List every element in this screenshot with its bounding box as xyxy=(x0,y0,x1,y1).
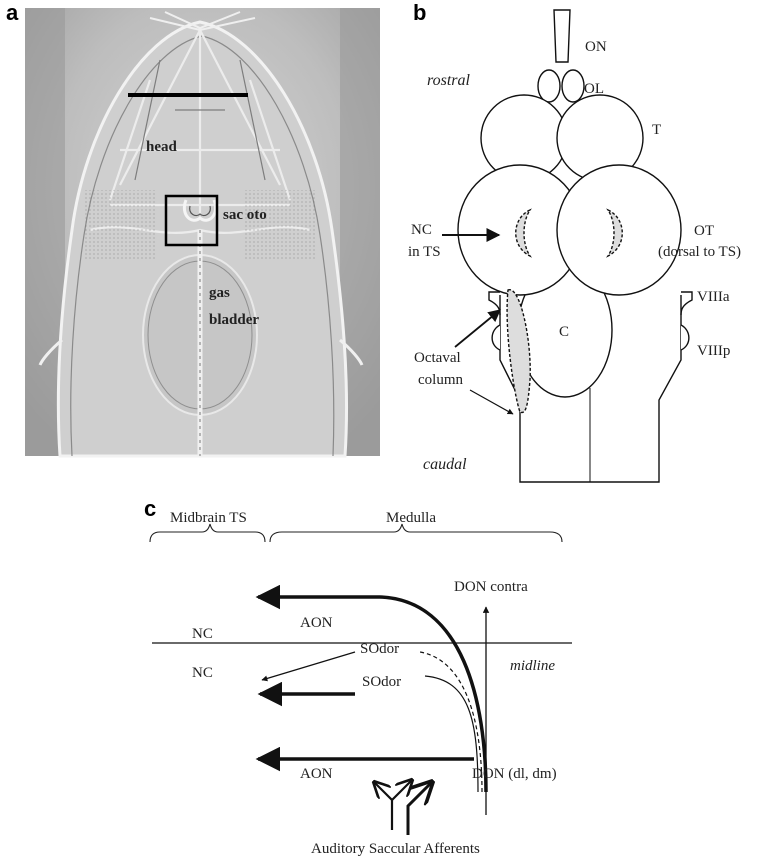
label-nc-bottom: NC xyxy=(192,665,213,681)
label-column: column xyxy=(418,372,463,388)
label-head: head xyxy=(146,139,178,155)
label-OT: OT xyxy=(694,223,714,239)
VIIIp-left-notch xyxy=(492,325,500,350)
panel-c-letter: c xyxy=(144,496,156,521)
brace-medulla xyxy=(270,524,562,542)
label-dorsal-to-TS: (dorsal to TS) xyxy=(658,244,741,260)
label-aon-bottom: AON xyxy=(300,766,333,782)
label-aon-top: AON xyxy=(300,615,333,631)
panel-a: a xyxy=(6,0,380,456)
sodor-to-nc-thin-arrow xyxy=(262,652,355,680)
afferent-branch-right xyxy=(392,780,412,800)
label-gas: gas xyxy=(209,285,230,301)
fish-xray-image xyxy=(25,8,380,456)
olfactory-lobe-left xyxy=(538,70,560,102)
label-C: C xyxy=(559,324,569,340)
label-Octaval: Octaval xyxy=(414,350,461,366)
octaval-arrow-lower xyxy=(470,390,513,414)
brace-midbrain xyxy=(150,524,265,542)
label-in-TS: in TS xyxy=(408,244,441,260)
label-midline: midline xyxy=(510,658,555,674)
VIIIa-left-stub xyxy=(681,292,692,315)
olfactory-lobe-right xyxy=(562,70,584,102)
label-bladder: bladder xyxy=(209,312,259,328)
label-don-contra: DON contra xyxy=(454,579,528,595)
label-sodor-bottom: SOdor xyxy=(362,674,401,690)
afferent-branch-left xyxy=(374,782,392,830)
label-afferents: Auditory Saccular Afferents xyxy=(311,841,480,857)
VIIIp-right-notch xyxy=(681,325,689,350)
label-midbrain-ts: Midbrain TS xyxy=(170,510,247,526)
sodor-thin-curve xyxy=(425,676,478,792)
label-rostral: rostral xyxy=(427,72,471,89)
afferent-to-don xyxy=(408,782,432,835)
label-T: T xyxy=(652,122,661,138)
panel-b-letter: b xyxy=(413,0,426,25)
label-ON: ON xyxy=(585,39,607,55)
label-sac-oto: sac oto xyxy=(223,207,267,223)
olfactory-nerve-shape xyxy=(554,10,570,62)
label-OL: OL xyxy=(584,81,604,97)
label-don-dl-dm: DON (dl, dm) xyxy=(472,766,557,782)
label-sodor-top: SOdor xyxy=(360,641,399,657)
label-VIIIa: VIIIa xyxy=(697,289,730,305)
label-medulla: Medulla xyxy=(386,510,436,526)
label-NC: NC xyxy=(411,222,432,238)
panel-c: c Midbrain TS Medulla DON contra AON NC … xyxy=(144,496,572,857)
label-caudal: caudal xyxy=(423,456,467,473)
label-VIIIp: VIIIp xyxy=(697,343,730,359)
panel-a-letter: a xyxy=(6,0,19,25)
label-nc-top: NC xyxy=(192,626,213,642)
